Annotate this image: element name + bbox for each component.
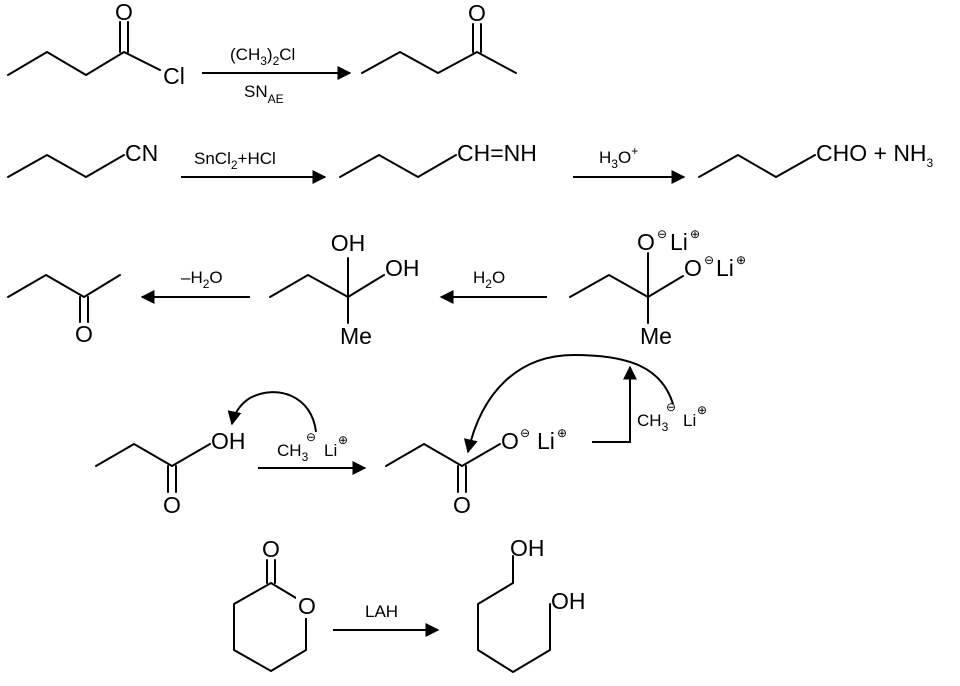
curly-arrow-nucleophilic-attack bbox=[463, 353, 674, 454]
second-methyllithium-charge: ⊖ bbox=[666, 400, 676, 414]
carboxylate-lithium-label: Li bbox=[537, 428, 555, 454]
propanoic-acid: OH O bbox=[95, 391, 317, 518]
reaction-arrow-5: H2O bbox=[439, 268, 547, 304]
reaction-arrow-6: CH3 ⊖ Li ⊕ bbox=[258, 430, 367, 475]
chlorine-label: Cl bbox=[163, 63, 185, 89]
imine-intermediate: CH=NH bbox=[339, 140, 537, 178]
alkoxide-oxygen-1-label: O bbox=[637, 229, 655, 255]
ketone-oxygen-label: O bbox=[468, 0, 486, 26]
lithium-1-charge: ⊕ bbox=[690, 227, 700, 241]
imine-label: CH=NH bbox=[457, 140, 537, 166]
alkoxide-1-charge: ⊖ bbox=[657, 227, 667, 241]
curly-arrow-deprotonation bbox=[227, 391, 317, 433]
acid-carbonyl-oxygen-label: O bbox=[163, 492, 181, 518]
diol-top-hydroxyl-label: OH bbox=[510, 535, 545, 561]
butanone: O bbox=[7, 274, 121, 347]
lactone-carbonyl-oxygen-label: O bbox=[262, 536, 280, 562]
delta-valerolactone: O O bbox=[233, 536, 318, 672]
methyllithium-charge: ⊖ bbox=[306, 430, 316, 444]
butanone-oxygen-label: O bbox=[75, 321, 93, 347]
reaction-2: CN SnCl2+HCl CH=NH H3O+ CHO + NH3 bbox=[7, 140, 934, 184]
reaction-arrow-4: –H2O bbox=[140, 268, 250, 304]
alkoxide-oxygen-2-label: O bbox=[684, 255, 702, 281]
reaction-1: O Cl (CH3)2Cl SNAE O bbox=[7, 0, 517, 106]
alkoxide-2-charge: ⊖ bbox=[704, 253, 714, 267]
second-methyllithium-li: Li bbox=[683, 411, 696, 430]
dianion-methyl-label: Me bbox=[640, 323, 672, 349]
gem-diol: OH OH Me bbox=[269, 230, 420, 349]
reaction-5: O O LAH OH OH bbox=[233, 535, 586, 673]
reagent-hydronium: H3O+ bbox=[599, 144, 638, 171]
reaction-3: O –H2O OH OH Me H2O O ⊖ Li ⊕ O bbox=[7, 227, 746, 349]
reagent-dimethyl-cuprate: (CH3)2Cl bbox=[230, 45, 295, 68]
lithium-2-charge: ⊕ bbox=[736, 253, 746, 267]
reaction-arrow-2: SnCl2+HCl bbox=[181, 149, 327, 184]
diol-top-oh-label: OH bbox=[331, 230, 366, 256]
butanenitrile: CN bbox=[7, 140, 158, 178]
diol-methyl-label: Me bbox=[340, 323, 372, 349]
dilithium-dialkoxide: O ⊖ Li ⊕ O ⊖ Li ⊕ Me bbox=[569, 227, 746, 349]
reagent-water: H2O bbox=[473, 268, 505, 291]
ring-oxygen-label: O bbox=[298, 593, 316, 619]
second-methyllithium-li-charge: ⊕ bbox=[697, 403, 707, 417]
carboxylate-charge: ⊖ bbox=[520, 426, 530, 440]
pentane-1-5-diol: OH OH bbox=[477, 535, 586, 673]
nitrile-label: CN bbox=[125, 140, 158, 166]
diol-right-oh-label: OH bbox=[385, 255, 420, 281]
carboxylate-bottom-oxygen-label: O bbox=[453, 492, 471, 518]
reagent-methyllithium: CH3 bbox=[277, 441, 309, 464]
second-addition-arrow: CH3 ⊖ Li ⊕ bbox=[592, 365, 707, 443]
lithium-propanoate: O ⊖ Li ⊕ O bbox=[385, 353, 674, 518]
second-reagent-methyllithium: CH3 bbox=[637, 411, 669, 434]
methyllithium-li: Li bbox=[324, 441, 337, 460]
reagent-dehydration: –H2O bbox=[181, 268, 223, 291]
reaction-arrow-3: H3O+ bbox=[573, 144, 686, 184]
reaction-arrow-1: (CH3)2Cl SNAE bbox=[202, 45, 352, 106]
reaction-4: OH O CH3 ⊖ Li ⊕ O ⊖ Li ⊕ O CH3 ⊖ Li ⊕ bbox=[95, 353, 707, 518]
lithium-1-label: Li bbox=[670, 229, 688, 255]
pentan-2-one: O bbox=[361, 0, 517, 74]
carbonyl-oxygen-label: O bbox=[115, 0, 133, 25]
carboxylate-lithium-charge: ⊕ bbox=[557, 426, 567, 440]
reagent-mechanism-label: SNAE bbox=[244, 82, 284, 106]
reagent-lah: LAH bbox=[365, 602, 398, 621]
acid-oh-label: OH bbox=[211, 428, 246, 454]
reagent-stannous-chloride: SnCl2+HCl bbox=[194, 149, 276, 172]
butanal-product: CHO + NH3 bbox=[698, 140, 934, 178]
reaction-arrow-7: LAH bbox=[333, 602, 440, 637]
aldehyde-ammonia-label: CHO + NH3 bbox=[816, 140, 934, 170]
diol-right-hydroxyl-label: OH bbox=[551, 588, 586, 614]
lithium-2-label: Li bbox=[716, 255, 734, 281]
butanoyl-chloride: O Cl bbox=[7, 0, 185, 89]
methyllithium-li-charge: ⊕ bbox=[338, 433, 348, 447]
carboxylate-oxygen-label: O bbox=[501, 428, 519, 454]
